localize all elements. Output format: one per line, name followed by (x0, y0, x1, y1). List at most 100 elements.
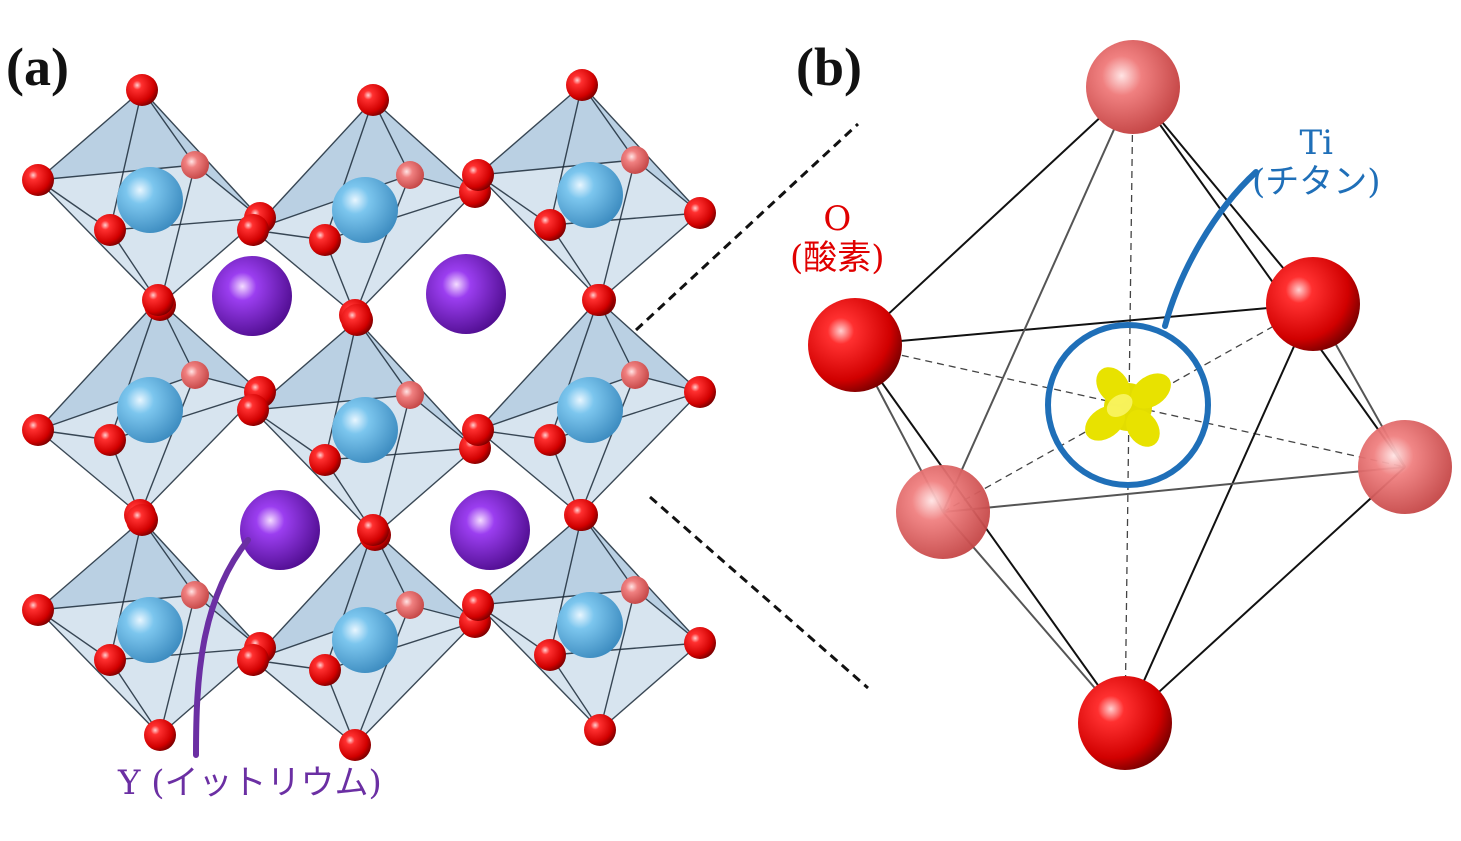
oxygen-atom (396, 591, 424, 619)
yttrium-label: Y (イットリウム) (118, 763, 382, 803)
octahedron-edge (599, 159, 636, 301)
octahedron-edge (549, 84, 583, 226)
octahedron-face (253, 320, 357, 460)
titanium-atoms (117, 162, 623, 673)
oxygen-atom (181, 581, 209, 609)
octahedron-face (325, 448, 475, 535)
titanium-atom (332, 397, 398, 463)
titanium-atom (557, 377, 623, 443)
octahedron-face (38, 90, 142, 230)
octahedron-face (478, 300, 598, 440)
octahedron-face (38, 300, 158, 440)
ti-highlight-circle (1045, 322, 1211, 488)
y-pointer-line (193, 537, 251, 758)
octahedron-face (478, 85, 582, 225)
yttrium-atom (426, 254, 506, 334)
zoom-line-top (634, 122, 860, 332)
octahedron-edge (354, 621, 476, 746)
octahedron-edge (159, 164, 196, 306)
octahedron-face (478, 515, 635, 605)
octahedron-edge (579, 391, 701, 516)
panel-b-label: (b) (796, 37, 862, 97)
oxygen-atom (339, 729, 371, 761)
octahedron-face (478, 300, 635, 430)
octahedron-edge (109, 89, 143, 231)
octahedron-edge (252, 99, 374, 231)
octahedron-edge (37, 429, 141, 516)
octahedron-edge (599, 589, 636, 731)
octahedron-face (325, 192, 475, 315)
oxygen-atom-rear-left (896, 465, 990, 559)
yttrium-atom (212, 256, 292, 336)
oxygen-atom (357, 514, 389, 546)
octahedron-edge (37, 164, 196, 181)
oxygen-atom (237, 214, 269, 246)
octahedron-face (253, 530, 373, 670)
oxygen-atom (621, 576, 649, 604)
octahedron-edge (354, 174, 411, 316)
oxygen-atom (126, 74, 158, 106)
octahedron-face (38, 300, 195, 430)
oxygen-atom (396, 161, 424, 189)
panel-a-structure (22, 69, 716, 761)
titanium-label: Ti (チタン) (1252, 123, 1381, 203)
octahedron-edge (477, 159, 636, 176)
octahedron-edge (477, 174, 601, 301)
oxygen-symbol: O (823, 199, 852, 239)
octahedron-edge (477, 299, 599, 431)
oxygen-atom (621, 361, 649, 389)
oxygen-atom (462, 159, 494, 191)
oxygen-label: O (酸素) (790, 199, 885, 279)
titanium-atom (117, 377, 183, 443)
octahedron-face (253, 100, 410, 230)
octahedron-edge (354, 191, 476, 316)
oxygen-atom (684, 376, 716, 408)
oxygen-atom (309, 654, 341, 686)
octahedron-edge (37, 299, 159, 431)
octahedron-edge (477, 589, 636, 606)
titanium-atom (117, 597, 183, 663)
oxygen-atom (144, 719, 176, 751)
titanium-atom (332, 177, 398, 243)
ti-pointer-line (1162, 169, 1259, 329)
octahedron-edge (477, 84, 583, 176)
octahedron-face (550, 392, 700, 515)
oxygen-atom (584, 714, 616, 746)
oxygen-atom-left (808, 298, 902, 392)
oxygen-atom (309, 224, 341, 256)
oxygen-atom (94, 644, 126, 676)
oxygen-atom-bottom (1078, 676, 1172, 770)
octahedron-edge (157, 299, 261, 393)
octahedron-edge (37, 519, 143, 611)
octahedron-face (478, 85, 635, 175)
titanium-atom (557, 592, 623, 658)
oxygen-atom (462, 589, 494, 621)
panel-b-octahedron (808, 40, 1452, 770)
octahedron-edge (109, 519, 143, 661)
oxygen-atom (534, 424, 566, 456)
octahedron-face (38, 520, 195, 610)
octahedron-edge (37, 179, 161, 306)
titanium-atom (332, 607, 398, 673)
titanium-name: (チタン) (1252, 162, 1381, 203)
octahedron-edge (477, 604, 601, 731)
octahedron-edge (252, 659, 356, 746)
oxygen-atom (534, 639, 566, 671)
oxygen-atom (462, 414, 494, 446)
yttrium-atoms (212, 254, 530, 570)
octahedron-face (478, 515, 582, 655)
octahedron-edge (374, 447, 476, 536)
octahedron-face (110, 218, 260, 305)
oxygen-name: (酸素) (790, 238, 885, 279)
oxygen-atom (94, 424, 126, 456)
octahedron-face (550, 643, 700, 730)
oxygen-atom (309, 444, 341, 476)
octahedron-edge (37, 89, 143, 181)
octahedron-edge (324, 319, 358, 461)
octahedron-edge (549, 514, 583, 656)
octahedron-face (253, 100, 373, 240)
oxygen-atom (566, 499, 598, 531)
octahedron-face (550, 213, 700, 300)
